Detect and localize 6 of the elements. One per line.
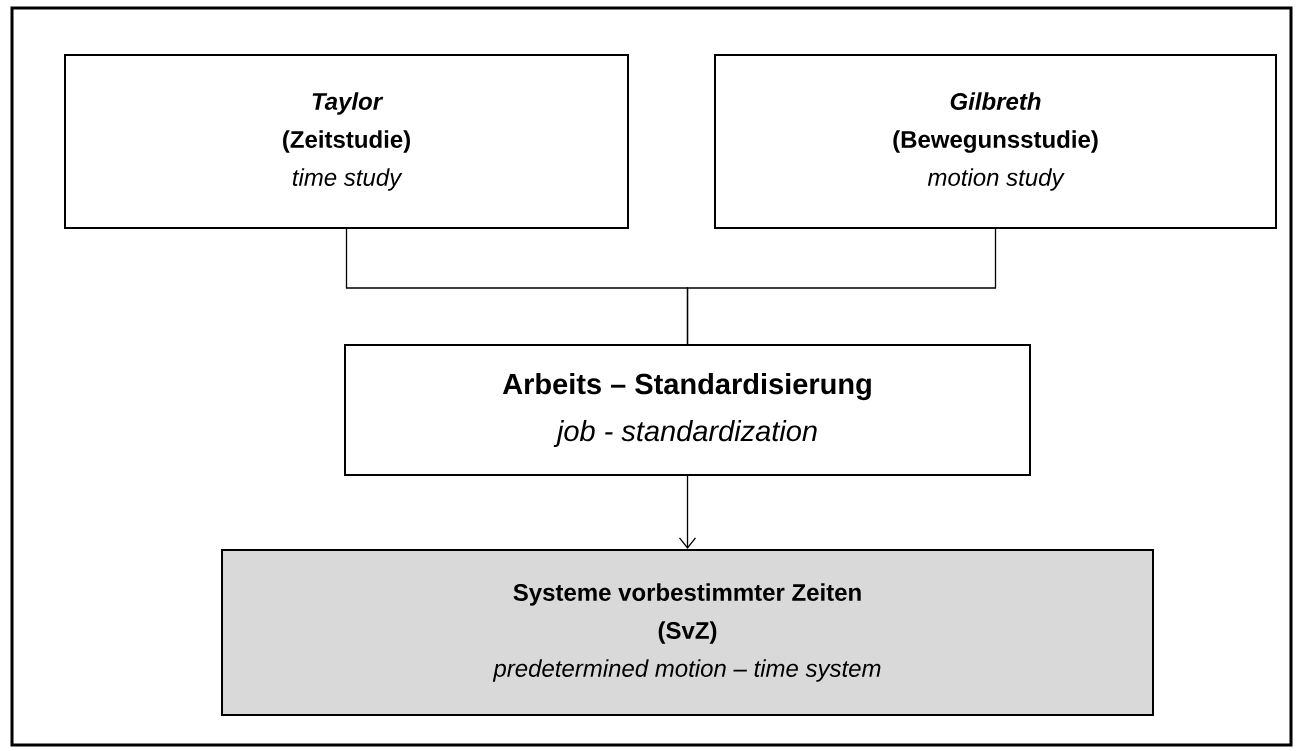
process-box: Gilbreth (Bewegunsstudie) motion study	[714, 54, 1277, 229]
connector-line	[686, 228, 997, 345]
process-box: Systeme vorbestimmter Zeiten (SvZ) predetermined motion – time system	[221, 549, 1154, 716]
process-box: Taylor (Zeitstudie) time study	[64, 54, 629, 229]
process-box: Arbeits – Standardisierung job - standardization	[344, 344, 1031, 476]
connector-line	[678, 475, 697, 549]
